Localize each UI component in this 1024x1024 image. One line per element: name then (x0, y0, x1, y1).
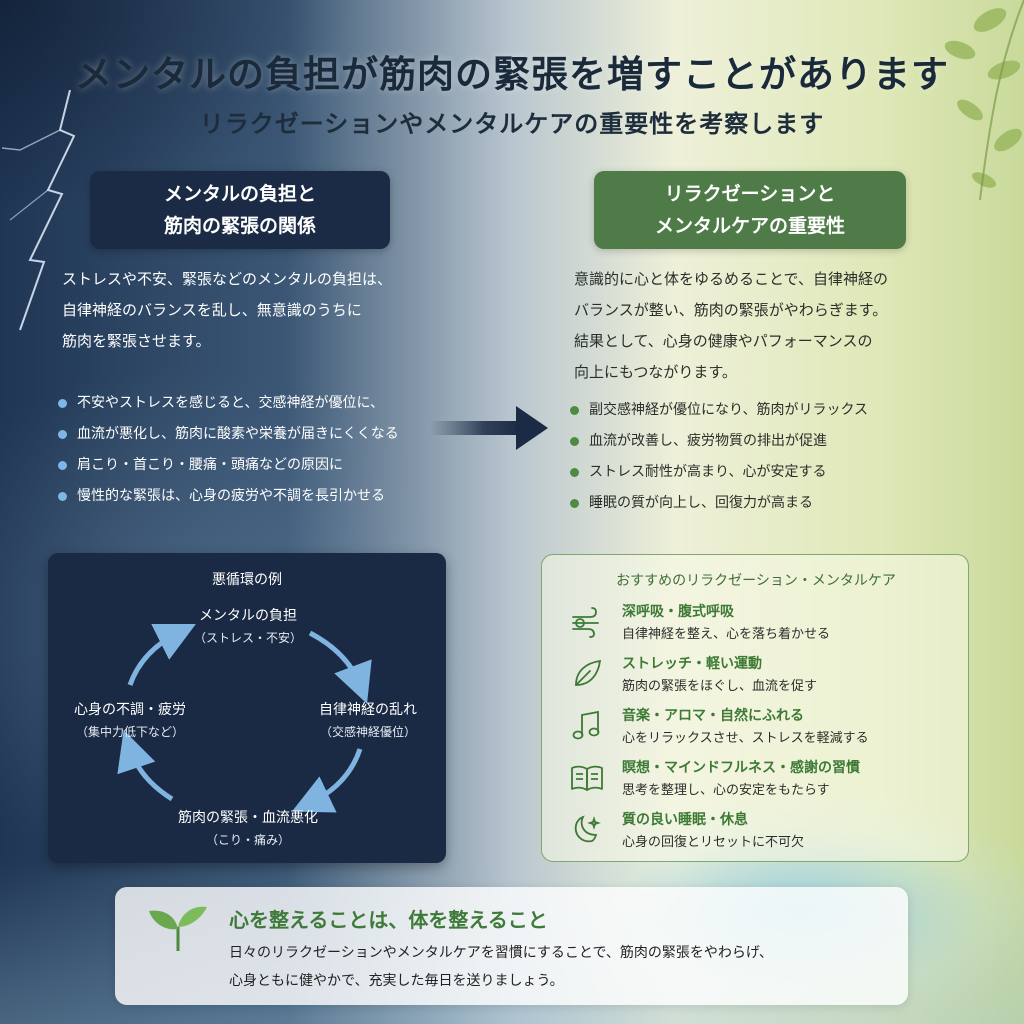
bullet-dot-icon (570, 406, 579, 415)
cycle-arrow-bottom-right (291, 748, 363, 813)
page-title: メンタルの負担が筋肉の緊張を増すことがあります (75, 52, 949, 96)
bullet-dot-icon (58, 399, 67, 408)
cycle-node-fatigue: 心身の不調・疲労 （集中力低下など） (74, 702, 186, 739)
bullet-dot-icon (58, 492, 67, 501)
left-heading-line2: 筋肉の緊張の関係 (163, 215, 316, 237)
list-item: 血流が改善し、疲労物質の排出が促進 (570, 426, 990, 457)
care-item-music-aroma: 音楽・アロマ・自然にふれる 心をリラックスさせ、ストレスを軽減する (570, 705, 960, 753)
right-paragraph: 意識的に心と体をゆるめることで、自律神経の バランスが整い、筋肉の緊張がやわらぎ… (574, 264, 974, 388)
right-paragraph-line: 意識的に心と体をゆるめることで、自律神経の (574, 270, 888, 288)
right-paragraph-line: バランスが整い、筋肉の緊張がやわらぎます。 (574, 301, 888, 319)
list-item: 不安やストレスを感じると、交感神経が優位に、 (58, 388, 478, 419)
list-item: 慢性的な緊張は、心身の疲労や不調を長引かせる (58, 481, 478, 512)
music-note-icon (572, 710, 600, 740)
recommended-care-panel: おすすめのリラクゼーション・メンタルケア 深呼吸・腹式呼吸 自律神経を整え、心を… (541, 554, 969, 862)
cycle-node-mental-burden: メンタルの負担 （ストレス・不安） (193, 608, 302, 645)
footer-text: 日々のリラクゼーションやメンタルケアを習慣にすることで、筋肉の緊張をやわらげ、 … (229, 945, 773, 989)
list-item: 肩こり・首こり・腰痛・頭痛などの原因に (58, 450, 478, 481)
care-item-breathing: 深呼吸・腹式呼吸 自律神経を整え、心を落ち着かせる (570, 601, 960, 649)
left-paragraph-line: ストレスや不安、緊張などのメンタルの負担は、 (62, 270, 393, 288)
left-bullet-list: 不安やストレスを感じると、交感神経が優位に、 血流が悪化し、筋肉に酸素や栄養が届… (58, 388, 478, 512)
left-heading-line1: メンタルの負担と (163, 183, 316, 205)
list-item: 副交感神経が優位になり、筋肉がリラックス (570, 395, 990, 426)
bullet-dot-icon (570, 437, 579, 446)
leaf-icon (575, 659, 602, 686)
list-item: ストレス耐性が高まり、心が安定する (570, 457, 990, 488)
lightning-icon (1, 90, 76, 331)
care-item-meditation: 瞑想・マインドフルネス・感謝の習慣 思考を整理し、心の安定をもたらす (570, 757, 960, 805)
care-title: おすすめのリラクゼーション・メンタルケア (616, 573, 896, 589)
sprout-icon (149, 906, 207, 951)
right-heading-line1: リラクゼーションと (664, 183, 836, 205)
cycle-arrow-top-right (308, 630, 372, 704)
bullet-dot-icon (570, 499, 579, 508)
footer-title: 心を整えることは、体を整えること (229, 908, 548, 932)
right-paragraph-line: 向上にもつながります。 (574, 363, 737, 381)
bullet-dot-icon (58, 430, 67, 439)
care-item-stretch: ストレッチ・軽い運動 筋肉の緊張をほぐし、血流を促す (570, 653, 960, 701)
leaves-icon (944, 0, 1024, 201)
care-item-sleep: 質の良い睡眠・休息 心身の回復とリセットに不可欠 (570, 809, 960, 857)
list-item: 血流が悪化し、筋肉に酸素や栄養が届きにくくなる (58, 419, 478, 450)
breath-icon (572, 607, 599, 638)
right-paragraph-line: 結果として、心身の健康やパフォーマンスの (574, 332, 873, 350)
bullet-dot-icon (570, 468, 579, 477)
vicious-cycle-panel: 悪循環の例 メンタルの負担 （ストレス・不安） 自律神経の乱れ （交感神経優位）… (48, 553, 446, 863)
right-heading-line2: メンタルケアの重要性 (654, 215, 845, 237)
left-paragraph-line: 自律神経のバランスを乱し、無意識のうちに (62, 301, 362, 319)
right-bullet-list: 副交感神経が優位になり、筋肉がリラックス 血流が改善し、疲労物質の排出が促進 ス… (570, 395, 990, 519)
footer-message-box: 心を整えることは、体を整えること 日々のリラクゼーションやメンタルケアを習慣にす… (115, 887, 908, 1005)
left-paragraph: ストレスや不安、緊張などのメンタルの負担は、 自律神経のバランスを乱し、無意識の… (62, 264, 462, 357)
list-item: 睡眠の質が向上し、回復力が高まる (570, 488, 990, 519)
page-subtitle: リラクゼーションやメンタルケアの重要性を考察します (199, 109, 825, 138)
arrow-right-icon (430, 406, 548, 450)
right-section-heading: リラクゼーションと メンタルケアの重要性 (594, 171, 906, 249)
moon-icon (574, 815, 601, 843)
cycle-node-autonomic-imbalance: 自律神経の乱れ （交感神経優位） (319, 702, 417, 739)
cycle-title: 悪循環の例 (212, 572, 282, 588)
cycle-node-muscle-tension: 筋肉の緊張・血流悪化 （こり・痛み） (178, 810, 318, 847)
open-book-icon (571, 765, 603, 791)
left-paragraph-line: 筋肉を緊張させます。 (62, 332, 211, 350)
cycle-arrows (117, 624, 372, 813)
bullet-dot-icon (58, 461, 67, 470)
cycle-arrow-top-left (127, 624, 196, 686)
cycle-arrow-bottom-left (117, 730, 174, 802)
left-section-heading: メンタルの負担と 筋肉の緊張の関係 (90, 171, 390, 249)
